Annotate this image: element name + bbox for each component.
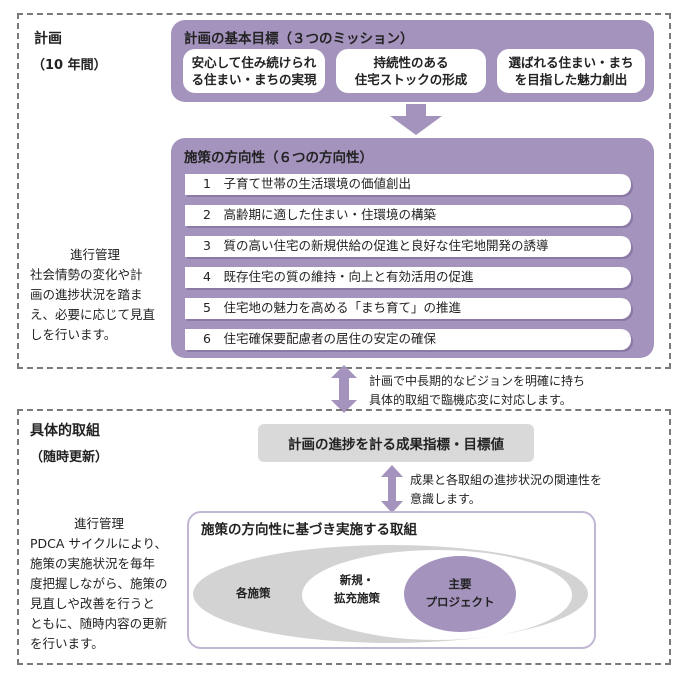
- double-arrow-icon: [381, 465, 403, 513]
- mission-3-line1: 選ばれる住まい・まち: [508, 55, 634, 70]
- plan-progress-line: 社会情勢の変化や計: [30, 267, 143, 282]
- mission-2-line2: 住宅ストックの形成: [354, 72, 468, 87]
- direction-item: 3 質の高い住宅の新規供給の促進と良好な住宅地開発の誘導: [185, 236, 631, 257]
- direction-title: 施策の方向性（６つの方向性）: [184, 150, 373, 166]
- concrete-progress-line: PDCA サイクルにより、: [30, 536, 168, 551]
- ring-inner-line: プロジェクト: [425, 595, 495, 609]
- concrete-progress-title: 進行管理: [74, 516, 125, 531]
- ring-outer-label: 各施策: [236, 586, 271, 600]
- concrete-progress-line: を行います。: [30, 636, 104, 651]
- mission-1: 安心して住み続けられ る住まい・まちの実現: [183, 49, 325, 93]
- indicator-note: 成果と各取組の進捗状況の関連性を 意識します。: [410, 471, 602, 509]
- plan-progress-line: 画の進捗状況を踏ま: [30, 287, 143, 302]
- mission-1-line2: る住まい・まちの実現: [191, 72, 317, 87]
- ring-inner-line: 主要: [448, 577, 472, 591]
- concrete-label: 具体的取組: [30, 423, 100, 439]
- concrete-progress-line: 施策の実施状況を毎年: [30, 556, 156, 571]
- link-note-line: 具体的取組で臨機応変に対応します。: [369, 393, 572, 407]
- concrete-progress-line: 度把握しながら、施策の: [30, 576, 168, 591]
- plan-progress-title: 進行管理: [70, 247, 121, 262]
- actions-title: 施策の方向性に基づき実施する取組: [201, 522, 417, 538]
- direction-item: 2 高齢期に適した住まい・住環境の構築: [185, 205, 631, 226]
- plan-progress-text: 社会情勢の変化や計 画の進捗状況を踏ま え、必要に応じて見直 しを行います。: [30, 265, 165, 345]
- direction-item: 1 子育て世帯の生活環境の価値創出: [185, 174, 631, 195]
- concrete-progress-line: ともに、随時内容の更新: [30, 616, 168, 631]
- concrete-section: [17, 409, 671, 665]
- mission-2: 持続性のある 住宅ストックの形成: [336, 49, 486, 93]
- plan-progress-line: しを行います。: [30, 327, 117, 342]
- plan-period: （10 年間）: [32, 58, 107, 73]
- link-note: 計画で中長期的なビジョンを明確に持ち 具体的取組で臨機応変に対応します。: [369, 372, 585, 410]
- ring-middle-line: 拡充施策: [334, 591, 380, 605]
- down-arrow-icon: [390, 104, 442, 135]
- ring-inner: [404, 556, 516, 632]
- mission-2-line1: 持続性のある: [373, 55, 449, 70]
- indicator-box: 計画の進捗を計る成果指標・目標値: [258, 424, 534, 462]
- ring-middle-label: 新規・ 拡充施策: [330, 571, 384, 607]
- indicator-note-line: 成果と各取組の進捗状況の関連性を: [410, 473, 603, 487]
- direction-item: 4 既存住宅の質の維持・向上と有効活用の促進: [185, 267, 631, 288]
- direction-item: 6 住宅確保要配慮者の居住の安定の確保: [185, 329, 631, 350]
- indicator-note-line: 意識します。: [410, 492, 481, 506]
- concrete-period: （随時更新）: [30, 450, 109, 465]
- concrete-progress-text: PDCA サイクルにより、 施策の実施状況を毎年 度把握しながら、施策の 見直し…: [30, 534, 180, 654]
- double-arrow-icon: [331, 365, 357, 413]
- mission-title: 計画の基本目標（３つのミッション）: [184, 31, 414, 47]
- mission-3-line2: を目指した魅力創出: [514, 72, 628, 87]
- ring-middle-line: 新規・: [339, 573, 375, 587]
- concrete-progress-line: 見直しや改善を行うと: [30, 596, 155, 611]
- ring-inner-label: 主要 プロジェクト: [414, 575, 506, 611]
- mission-3: 選ばれる住まい・まち を目指した魅力創出: [497, 49, 645, 93]
- link-note-line: 計画で中長期的なビジョンを明確に持ち: [369, 374, 586, 388]
- mission-1-line1: 安心して住み続けられ: [191, 55, 317, 70]
- plan-progress-line: え、必要に応じて見直: [30, 307, 156, 322]
- direction-item: 5 住宅地の魅力を高める「まち育て」の推進: [185, 298, 631, 319]
- plan-label: 計画: [34, 31, 62, 47]
